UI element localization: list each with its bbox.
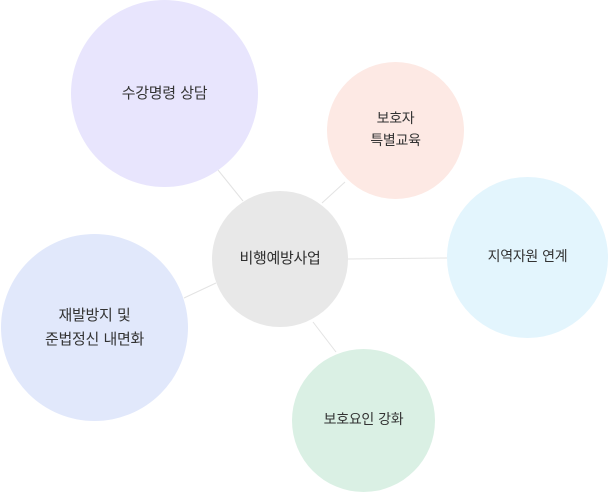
link-right	[347, 257, 448, 260]
node-protective-factors-label: 보호요인 강화	[323, 411, 404, 428]
node-guardian-education-label: 보호자 특별교육	[370, 110, 421, 149]
link-top-left	[217, 169, 244, 202]
node-community-resources: 지역자원 연계	[447, 177, 608, 338]
node-center-program-label: 비행예방사업	[239, 249, 321, 268]
node-relapse-prevention: 재발방지 및 준법정신 내면화	[1, 234, 188, 421]
link-bottom	[312, 321, 337, 353]
node-community-resources-label: 지역자원 연계	[487, 248, 568, 265]
node-counseling: 수강명령 상담	[71, 0, 258, 187]
node-center-program: 비행예방사업	[212, 191, 348, 327]
node-relapse-prevention-label: 재발방지 및 준법정신 내면화	[45, 306, 144, 348]
link-left	[183, 282, 217, 299]
node-guardian-education: 보호자 특별교육	[327, 62, 464, 199]
node-protective-factors: 보호요인 강화	[292, 349, 435, 492]
node-counseling-label: 수강명령 상담	[121, 83, 208, 102]
link-top-right	[321, 181, 346, 204]
